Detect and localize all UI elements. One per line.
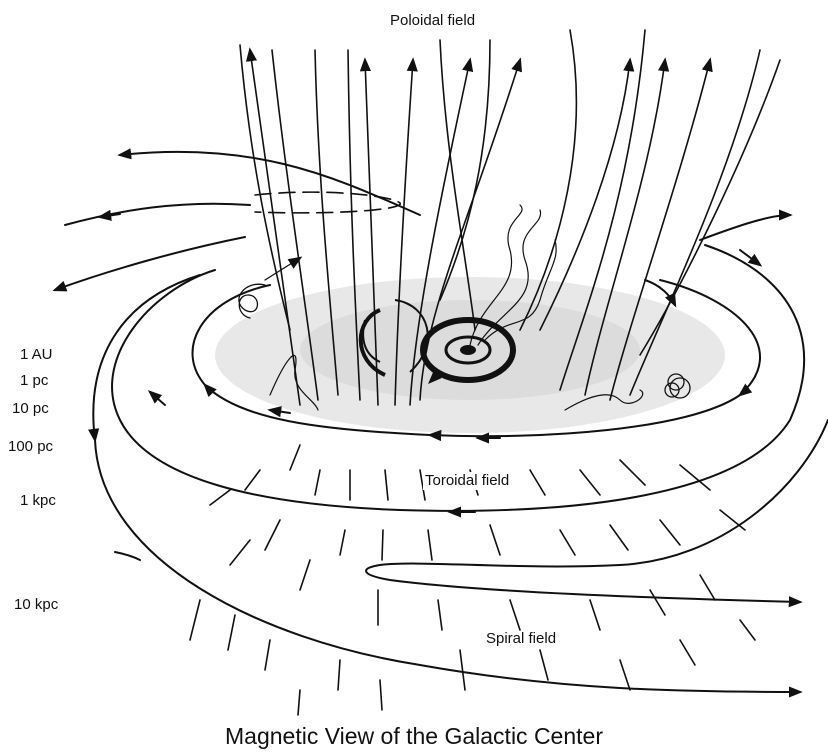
diagram-caption: Magnetic View of the Galactic Center [0, 722, 828, 750]
poloidal-field-label: Poloidal field [390, 12, 475, 30]
scale-label-10pc: 10 pc [12, 400, 49, 418]
toroidal-field-label: Toroidal field [423, 472, 511, 490]
dashed-field-ring [255, 192, 400, 213]
scale-label-1au: 1 AU [20, 346, 53, 364]
scale-label-1kpc: 1 kpc [20, 492, 56, 510]
scale-label-10kpc: 10 kpc [14, 596, 58, 614]
scale-label-1pc: 1 pc [20, 372, 48, 390]
scale-label-100pc: 100 pc [8, 438, 53, 456]
spiral-field-label: Spiral field [486, 630, 556, 648]
